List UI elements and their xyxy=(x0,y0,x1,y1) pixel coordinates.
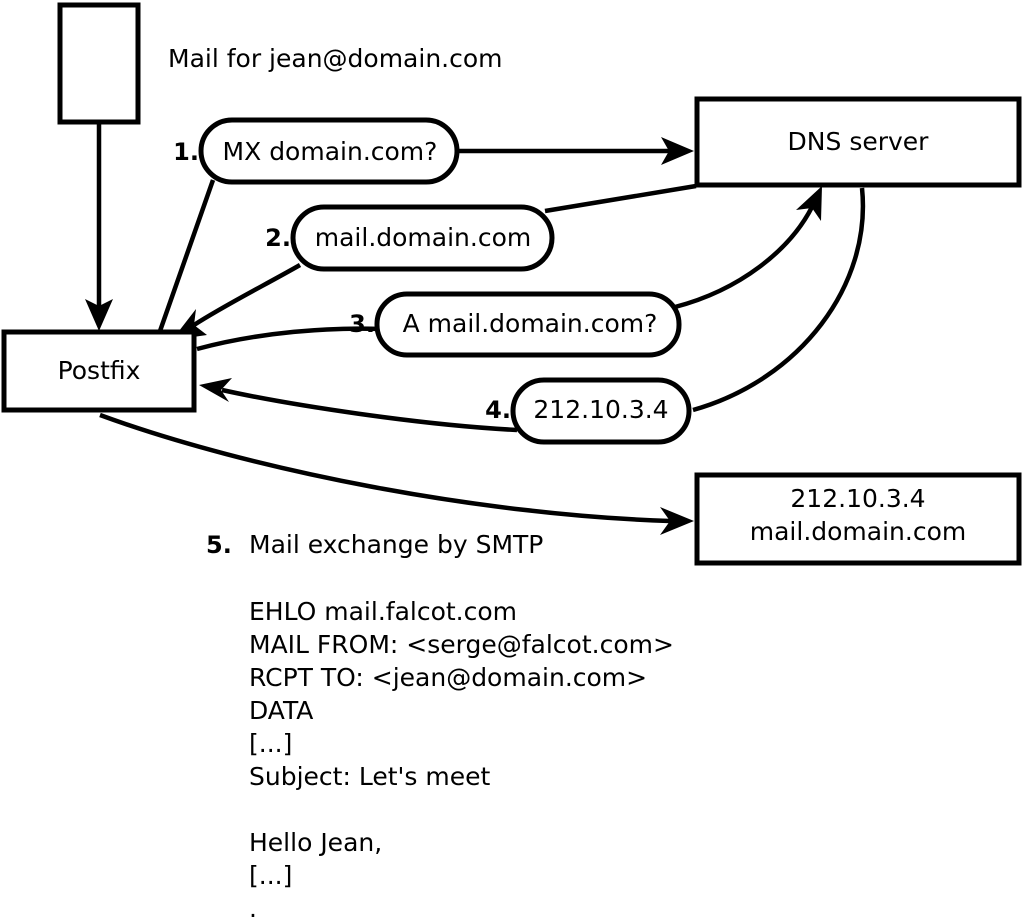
node-remote-mail-server-ip: 212.10.3.4 xyxy=(790,484,925,513)
step-label-5: Mail exchange by SMTP xyxy=(249,530,543,559)
node-sender-client xyxy=(57,2,141,125)
smtp-line-1: EHLO mail.falcot.com xyxy=(249,597,517,626)
edge-dns-to-step2 xyxy=(544,183,697,214)
edge-step2-to-postfix xyxy=(172,263,302,340)
smtp-line-3: RCPT TO: <jean@domain.com> xyxy=(249,663,647,692)
step-bubble-4: 4. 212.10.3.4 xyxy=(485,377,692,445)
step-number-1: 1. xyxy=(173,138,199,166)
edge-dns-to-step4 xyxy=(692,187,866,413)
node-remote-mail-server-host: mail.domain.com xyxy=(750,517,966,546)
node-postfix-label: Postfix xyxy=(58,356,141,385)
smtp-transcript: EHLO mail.falcot.com MAIL FROM: <serge@f… xyxy=(249,597,674,919)
step-label-3: A mail.domain.com? xyxy=(403,309,658,338)
smtp-line-9: [...] xyxy=(249,861,292,890)
smtp-line-4: DATA xyxy=(249,696,313,725)
edge-step1-to-postfix xyxy=(157,179,216,332)
smtp-line-5: [...] xyxy=(249,729,292,758)
mail-for-note: Mail for jean@domain.com xyxy=(168,44,503,73)
smtp-line-10: . xyxy=(249,894,257,919)
node-postfix: Postfix xyxy=(1,329,197,413)
edge-client-to-postfix xyxy=(85,124,113,331)
edge-postfix-to-mailserver xyxy=(99,412,694,535)
node-remote-mail-server: 212.10.3.4 mail.domain.com xyxy=(694,472,1022,566)
step-bubble-2: 2. mail.domain.com xyxy=(265,204,555,272)
step-number-2: 2. xyxy=(265,224,291,252)
step-label-4: 212.10.3.4 xyxy=(533,395,668,424)
step-number-3: 3. xyxy=(349,310,375,338)
smtp-line-8: Hello Jean, xyxy=(249,828,382,857)
edge-step3-to-dns xyxy=(674,186,822,310)
smtp-line-6: Subject: Let's meet xyxy=(249,762,490,791)
step-5: 5. Mail exchange by SMTP xyxy=(206,530,543,559)
step-label-1: MX domain.com? xyxy=(223,137,438,166)
node-dns-server-label: DNS server xyxy=(788,127,930,156)
step-bubble-1: 1. MX domain.com? xyxy=(173,117,460,185)
step-label-2: mail.domain.com xyxy=(315,223,531,252)
node-dns-server: DNS server xyxy=(694,96,1022,188)
smtp-line-2: MAIL FROM: <serge@falcot.com> xyxy=(249,630,674,659)
step-number-5: 5. xyxy=(206,531,232,559)
step-number-4: 4. xyxy=(485,396,511,424)
step-bubble-3: 3. A mail.domain.com? xyxy=(349,291,682,358)
edge-step4-to-postfix xyxy=(199,378,518,433)
edge-step1-to-dns xyxy=(458,137,694,165)
edge-postfix-to-step3 xyxy=(196,326,383,352)
